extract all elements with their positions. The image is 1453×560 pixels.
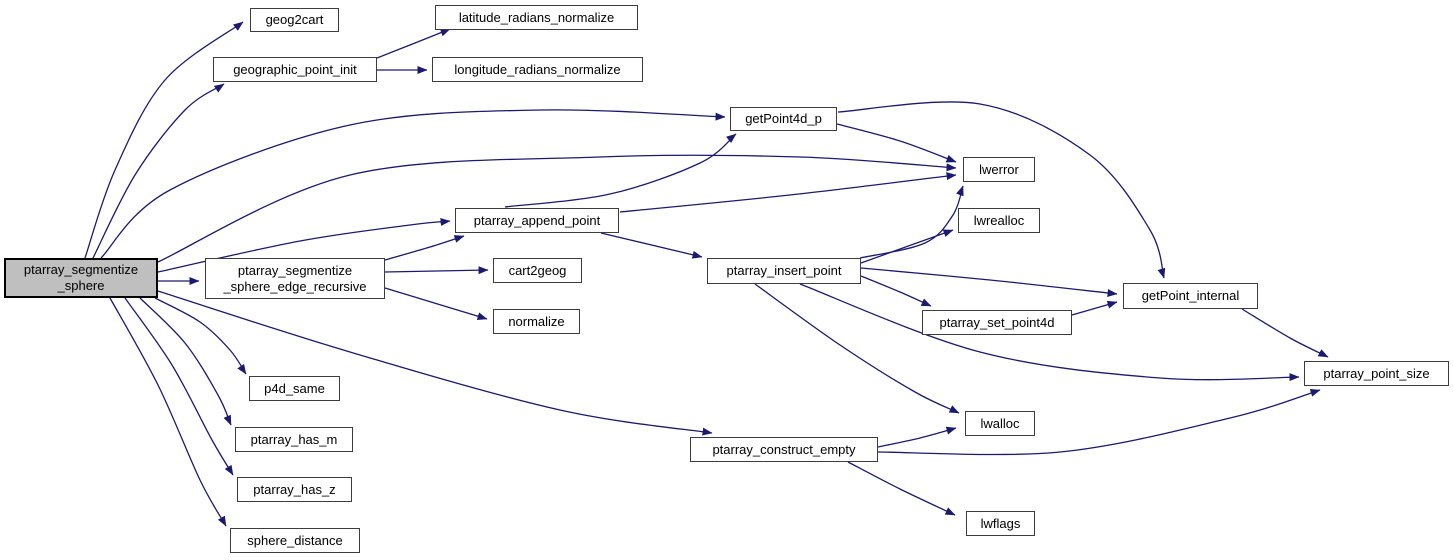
edge-ptarray-insert-point-to-getpoint-internal (860, 267, 1118, 297)
node-p4d-same[interactable]: p4d_same (249, 376, 340, 401)
node-cart2geog[interactable]: cart2geog (493, 258, 582, 283)
node-label: getPoint4d_p (745, 111, 822, 127)
edge-ptarray-segmentize-sphere-to-p4d-same (154, 297, 247, 375)
node-label: normalize (508, 313, 565, 329)
node-longitude-radians-normalize[interactable]: longitude_radians_normalize (432, 57, 643, 82)
node-ptarray-has-m[interactable]: ptarray_has_m (235, 427, 353, 452)
edge-ptarray-construct-empty-to-lwflags (847, 461, 956, 516)
edge-getpoint4d-p-to-lwerror (836, 123, 957, 163)
edge-getpoint4d-p-to-getpoint-internal (837, 101, 1166, 279)
node-geog2cart[interactable]: geog2cart (250, 8, 339, 32)
edge-ptarray-construct-empty-to-ptarray-point-size (877, 389, 1321, 456)
node-label: lwerror (979, 161, 1019, 177)
edge-ptarray-segmentize-sphere-to-sphere-distance (109, 297, 227, 527)
node-getpoint4d-p[interactable]: getPoint4d_p (730, 107, 837, 131)
node-ptarray-construct-empty[interactable]: ptarray_construct_empty (690, 437, 878, 462)
edge-ptarray-insert-point-to-ptarray-point-size (799, 283, 1300, 382)
edge-ptarray-segmentize-sphere-edge-recursive-to-normalize (384, 287, 488, 321)
node-label: ptarray_has_m (250, 431, 338, 447)
edge-ptarray-set-point4d-to-getpoint-internal (1071, 300, 1118, 316)
edge-ptarray-insert-point-to-ptarray-set-point4d (860, 275, 932, 307)
node-geographic-point-init[interactable]: geographic_point_init (213, 57, 377, 82)
node-ptarray-segmentize-sphere-edge-recursive[interactable]: ptarray_segmentize_sphere_edge_recursive (205, 258, 385, 299)
node-label: ptarray_has_z (253, 481, 336, 497)
node-label: sphere_distance (247, 532, 343, 548)
node-label: latitude_radians_normalize (458, 9, 615, 25)
node-label: _sphere_edge_recursive (223, 278, 367, 294)
node-lwalloc[interactable]: lwalloc (965, 411, 1035, 436)
node-label: cart2geog (508, 262, 567, 278)
node-ptarray-set-point4d[interactable]: ptarray_set_point4d (922, 310, 1072, 335)
node-label: ptarray_append_point (473, 212, 601, 228)
node-label: ptarray_insert_point (726, 263, 842, 279)
node-label: p4d_same (264, 380, 325, 396)
node-sphere-distance[interactable]: sphere_distance (230, 528, 360, 553)
node-ptarray-append-point[interactable]: ptarray_append_point (455, 208, 619, 233)
node-ptarray-segmentize-sphere: ptarray_segmentize_sphere (4, 258, 158, 298)
node-label: lwalloc (980, 415, 1020, 431)
edge-ptarray-segmentize-sphere-to-geog2cart (84, 21, 244, 259)
edge-ptarray-insert-point-to-lwrealloc (860, 229, 954, 264)
edge-ptarray-append-point-to-getpoint4d-p (504, 133, 737, 208)
edge-ptarray-segmentize-sphere-edge-recursive-to-cart2geog (384, 266, 489, 275)
edge-getpoint-internal-to-ptarray-point-size (1241, 308, 1329, 358)
node-lwerror[interactable]: lwerror (963, 157, 1035, 182)
node-lwflags[interactable]: lwflags (966, 511, 1035, 536)
node-label: lwflags (980, 515, 1021, 531)
node-label: ptarray_point_size (1323, 365, 1430, 381)
edge-ptarray-segmentize-sphere-to-lwerror (157, 154, 957, 263)
edge-ptarray-insert-point-to-lwalloc (754, 283, 960, 414)
edge-ptarray-segmentize-sphere-to-ptarray-has-m (139, 297, 232, 426)
node-label: ptarray_set_point4d (939, 314, 1055, 330)
node-ptarray-point-size[interactable]: ptarray_point_size (1304, 361, 1449, 386)
node-label: _sphere (57, 278, 105, 293)
edge-geographic-point-init-to-latitude-radians-normalize (376, 28, 451, 59)
edge-ptarray-segmentize-sphere-edge-recursive-to-ptarray-append-point (384, 235, 465, 261)
edge-ptarray-segmentize-sphere-to-getpoint4d-p (100, 109, 726, 259)
node-label: ptarray_segmentize (237, 262, 353, 278)
edge-ptarray-construct-empty-to-lwalloc (877, 426, 957, 448)
edge-ptarray-segmentize-sphere-to-ptarray-construct-empty (157, 290, 713, 436)
edge-ptarray-append-point-to-lwerror (619, 172, 957, 213)
edge-ptarray-insert-point-to-lwerror (859, 185, 964, 259)
edge-ptarray-segmentize-sphere-to-ptarray-has-z (124, 297, 234, 476)
node-label: ptarray_construct_empty (712, 441, 856, 457)
node-label: getPoint_internal (1141, 288, 1240, 304)
node-label: longitude_radians_normalize (454, 61, 621, 77)
node-latitude-radians-normalize[interactable]: latitude_radians_normalize (435, 5, 638, 30)
edge-ptarray-append-point-to-ptarray-insert-point (600, 232, 703, 259)
node-label: geographic_point_init (233, 61, 357, 77)
node-ptarray-insert-point[interactable]: ptarray_insert_point (707, 258, 861, 284)
node-getpoint-internal[interactable]: getPoint_internal (1123, 283, 1258, 309)
node-label: ptarray_segmentize (23, 262, 139, 278)
node-lwrealloc[interactable]: lwrealloc (958, 208, 1040, 233)
node-ptarray-has-z[interactable]: ptarray_has_z (237, 477, 352, 502)
edge-ptarray-segmentize-sphere-to-geographic-point-init (92, 83, 225, 259)
node-label: lwrealloc (973, 212, 1025, 228)
node-normalize[interactable]: normalize (493, 309, 580, 334)
node-label: geog2cart (265, 12, 324, 28)
